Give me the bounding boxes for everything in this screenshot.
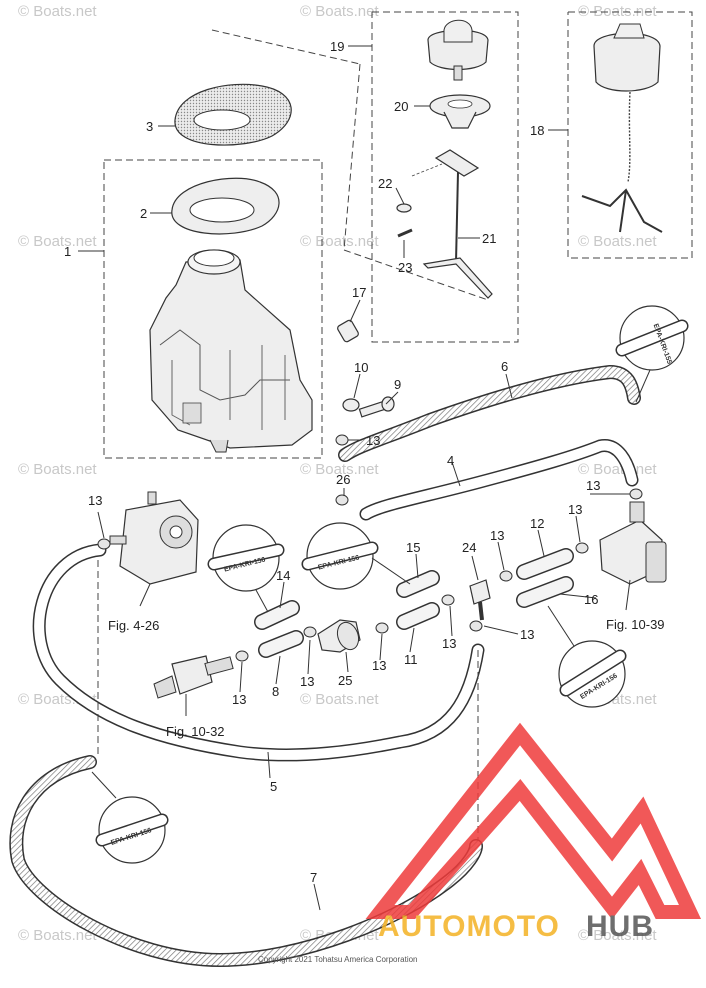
hose-dashed-links <box>97 560 479 840</box>
callout-17: 17 <box>352 285 366 300</box>
watermark-text: © Boats.net <box>300 233 379 250</box>
hose-5 <box>32 543 485 762</box>
bolt-9 <box>358 396 395 418</box>
epa-tag-left: EPA-KRI-156 <box>207 524 285 613</box>
figure-references: Fig. 4-26 Fig. 10-32 Fig. 10-39 <box>108 617 665 739</box>
cap-gasket-20 <box>429 94 491 129</box>
callout-13: 13 <box>520 627 534 642</box>
callout-14: 14 <box>276 568 290 583</box>
callout-7: 7 <box>310 870 317 885</box>
primer-pump <box>109 491 199 585</box>
callout-13: 13 <box>442 636 456 651</box>
callout-3: 3 <box>146 119 153 134</box>
callout-13: 13 <box>366 433 380 448</box>
callout-22: 22 <box>378 176 392 191</box>
callout-13: 13 <box>88 493 102 508</box>
epa-tag-bottom: EPA-KRI-156 <box>91 771 169 864</box>
callout-24: 24 <box>462 540 476 555</box>
callout-12: 12 <box>530 516 544 531</box>
brand-logo: AUTOMOTO HUB <box>365 722 702 943</box>
callout-4: 4 <box>447 453 454 468</box>
watermark-text: © Boats.net <box>18 3 97 20</box>
fuel-tank <box>149 249 313 453</box>
fuel-gauge-21 <box>411 149 493 299</box>
figure-ref-4-26: Fig. 4-26 <box>108 618 159 633</box>
callout-13: 13 <box>568 502 582 517</box>
fuel-connector-engine <box>599 501 667 585</box>
watermark-text: © Boats.net <box>578 461 657 478</box>
callout-5: 5 <box>270 779 277 794</box>
gasket-3 <box>174 83 292 146</box>
epa-tag-center: EPA-KRI-156 <box>301 522 411 590</box>
washer-22 <box>396 203 412 213</box>
callout-13: 13 <box>372 658 386 673</box>
epa-tag-top-right: EPA-KRI-155 <box>615 305 689 403</box>
callout-2: 2 <box>140 206 147 221</box>
group-outlines <box>103 11 693 459</box>
callout-1: 1 <box>64 244 71 259</box>
leader-lines <box>78 45 631 911</box>
callout-11: 11 <box>404 652 418 667</box>
washer-10 <box>342 398 360 412</box>
brand-logo-mark <box>365 722 702 920</box>
callout-13: 13 <box>300 674 314 689</box>
figure-ref-10-39: Fig. 10-39 <box>606 617 665 632</box>
callout-15: 15 <box>406 540 420 555</box>
pin-23 <box>397 228 413 238</box>
watermark-text: © Boats.net <box>300 461 379 478</box>
watermark-text: © Boats.net <box>18 233 97 250</box>
copyright-text: Copyright 2021 Tohatsu America Corporati… <box>258 955 418 964</box>
figure-ref-10-32: Fig. 10-32 <box>166 724 225 739</box>
brand-name-primary: AUTOMOTO <box>378 910 560 943</box>
callout-labels: 1 2 3 4 5 6 7 8 9 10 11 12 13 13 13 13 1… <box>64 39 600 885</box>
short-hoses <box>254 548 574 658</box>
brand-name-secondary: HUB <box>586 910 654 943</box>
fitting-17 <box>337 319 359 343</box>
joint-24 <box>469 579 491 621</box>
callout-23: 23 <box>398 260 412 275</box>
callout-10: 10 <box>354 360 368 375</box>
callout-20: 20 <box>394 99 408 114</box>
hose-clamps <box>97 434 643 662</box>
watermark-text: © Boats.net <box>578 233 657 250</box>
filter-25 <box>317 619 361 653</box>
callout-18: 18 <box>530 123 544 138</box>
hose-6 <box>338 365 641 462</box>
watermark-text: © Boats.net <box>18 927 97 944</box>
watermark-text: © Boats.net <box>300 3 379 20</box>
hose-4 <box>359 439 639 521</box>
callout-8: 8 <box>272 684 279 699</box>
watermark-text: © Boats.net <box>18 461 97 478</box>
hose-7 <box>9 755 483 967</box>
callout-9: 9 <box>394 377 401 392</box>
callout-19: 19 <box>330 39 344 54</box>
gasket-2 <box>171 177 280 235</box>
callout-26: 26 <box>336 472 350 487</box>
callout-6: 6 <box>501 359 508 374</box>
watermark-text: © Boats.net <box>300 691 379 708</box>
fuel-connector-tank <box>153 655 234 699</box>
cap-with-chain-18 <box>581 23 663 233</box>
callout-13: 13 <box>586 478 600 493</box>
callout-16: 16 <box>584 592 598 607</box>
callout-13: 13 <box>232 692 246 707</box>
callout-21: 21 <box>482 231 496 246</box>
callout-13: 13 <box>490 528 504 543</box>
watermark-text: © Boats.net <box>578 927 657 944</box>
filler-cap <box>427 19 489 81</box>
callout-25: 25 <box>338 673 352 688</box>
epa-tag-right: EPA-KRI-156 <box>547 605 627 708</box>
